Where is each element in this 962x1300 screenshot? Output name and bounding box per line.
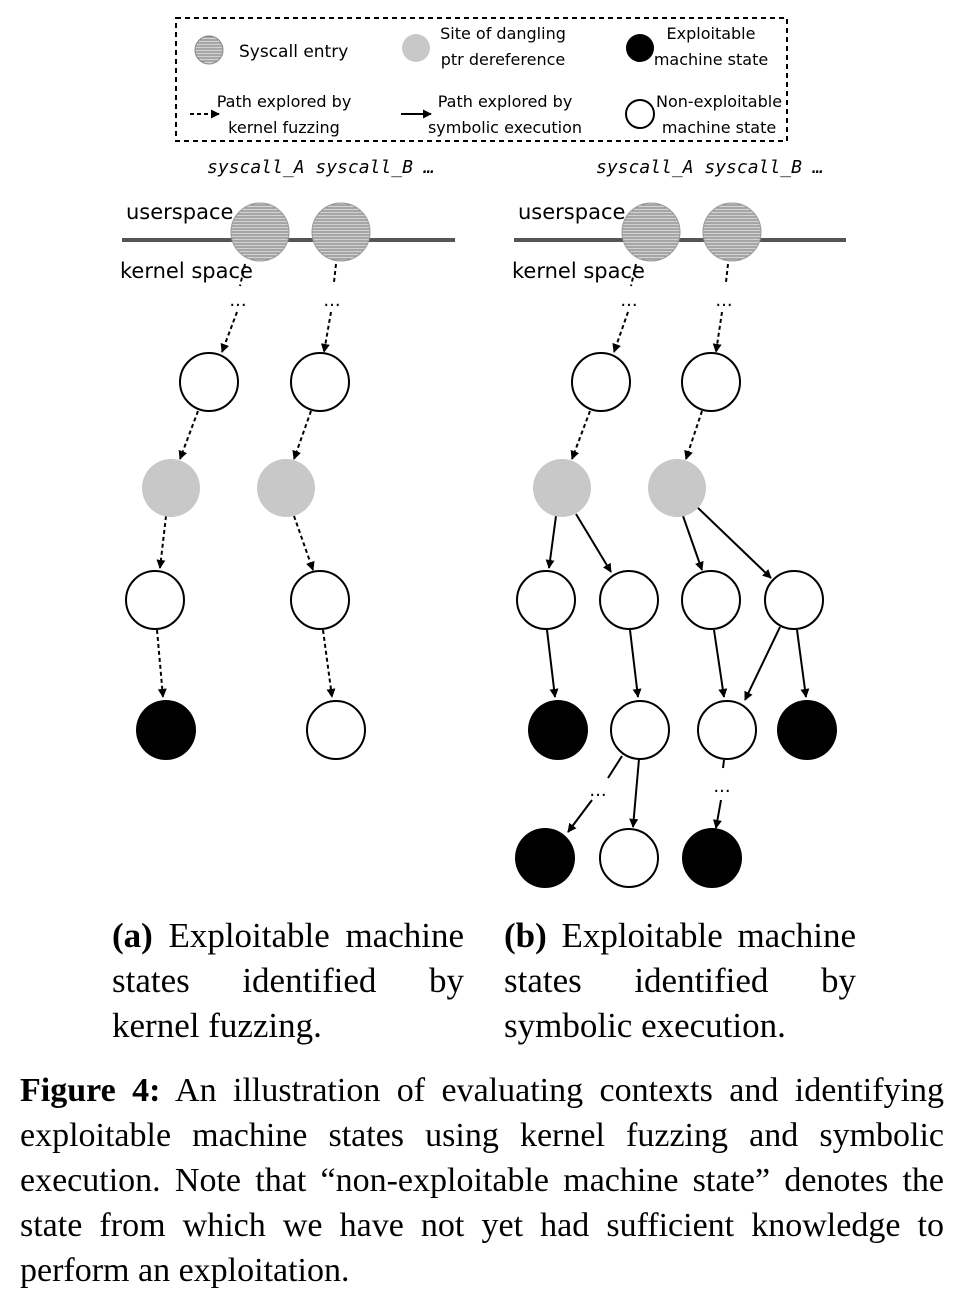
panel-b-edge xyxy=(722,759,725,769)
figure-caption-label: Figure 4: xyxy=(20,1072,161,1109)
syscall-entry-node xyxy=(311,202,371,262)
non-exploitable-node xyxy=(599,570,659,630)
panel-b-edge xyxy=(684,410,703,460)
dangling-deref-node xyxy=(648,459,706,517)
panel-b-edge xyxy=(796,629,810,698)
panel-a-diagram: syscall_A syscall_B … userspace kernel s… xyxy=(120,157,455,760)
legend-fuzzing-label-1: Path explored by xyxy=(217,92,352,111)
non-exploitable-node xyxy=(306,700,366,760)
panel-b-edge xyxy=(545,515,557,569)
panel-b-ellipsis: ... xyxy=(620,290,637,311)
panel-b-edge xyxy=(695,505,772,579)
figure-diagram: Syscall entry Site of dangling ptr deref… xyxy=(120,17,846,888)
figure-caption: Figure 4: An illustration of evaluating … xyxy=(20,1068,944,1293)
exploitable-node xyxy=(528,700,588,760)
panel-b-edge xyxy=(712,799,722,829)
non-exploitable-node xyxy=(764,570,824,630)
legend-dangling-label-1: Site of dangling xyxy=(440,24,566,43)
legend: Syscall entry Site of dangling ptr deref… xyxy=(175,17,788,142)
legend-exploitable-icon xyxy=(626,34,654,62)
panel-a-ellipsis: ... xyxy=(229,290,246,311)
panel-a-edge xyxy=(156,629,167,698)
panel-a-caption: (a) Exploitable machine states identifie… xyxy=(112,913,464,1048)
panel-b-caption-label: (b) xyxy=(504,916,547,955)
non-exploitable-node xyxy=(599,828,659,888)
panel-b-edge xyxy=(570,410,591,460)
panel-b-edge xyxy=(575,513,612,573)
panel-b-edge xyxy=(629,629,642,698)
legend-nonexploitable-label-1: Non-exploitable xyxy=(656,92,782,111)
legend-box xyxy=(175,17,788,142)
exploitable-node xyxy=(136,700,196,760)
panel-a-kernelspace-label: kernel space xyxy=(120,259,253,283)
dangling-deref-node xyxy=(257,459,315,517)
syscall-entry-node xyxy=(702,202,762,262)
panel-b-edge xyxy=(713,629,728,698)
panel-a-edge xyxy=(320,311,332,353)
legend-exploitable-label-1: Exploitable xyxy=(667,24,756,43)
panel-a-edge xyxy=(322,629,336,698)
legend-syscall-entry-icon xyxy=(194,35,224,65)
panel-b-kernelspace-label: kernel space xyxy=(512,259,645,283)
panel-b-userspace-label: userspace xyxy=(518,200,625,224)
panel-a-edge xyxy=(333,263,337,283)
panel-b-edge xyxy=(546,629,559,698)
dangling-deref-node xyxy=(533,459,591,517)
panel-b-edge xyxy=(744,626,781,701)
non-exploitable-node xyxy=(610,700,670,760)
non-exploitable-node xyxy=(290,352,350,412)
legend-nonexploitable-icon xyxy=(625,99,655,129)
panel-b-diagram: syscall_A syscall_B … userspace kernel s… xyxy=(512,157,846,888)
panel-b-edge xyxy=(629,758,640,828)
panel-b-edge xyxy=(607,755,623,779)
panel-a-edge xyxy=(292,410,312,460)
panel-a-edge xyxy=(220,311,238,353)
panel-a-caption-label: (a) xyxy=(112,916,153,955)
exploitable-node xyxy=(777,700,837,760)
panel-b-syscall-sequence: syscall_A syscall_B … xyxy=(596,157,824,178)
syscall-entry-node xyxy=(230,202,290,262)
panel-b-edge xyxy=(682,515,704,571)
non-exploitable-node xyxy=(697,700,757,760)
panel-b-ellipsis: ... xyxy=(589,780,606,801)
legend-dangling-icon xyxy=(402,34,430,62)
panel-a-userspace-label: userspace xyxy=(126,200,233,224)
panel-b-caption: (b) Exploitable machine states identifie… xyxy=(504,913,856,1048)
legend-dangling-label-2: ptr dereference xyxy=(441,50,566,69)
figure-caption-text: An illustration of evaluating contexts a… xyxy=(20,1072,945,1289)
panel-a-caption-text: Exploitable machine states identified by… xyxy=(112,916,464,1045)
non-exploitable-node xyxy=(681,352,741,412)
legend-fuzzing-label-2: kernel fuzzing xyxy=(228,118,340,137)
dangling-deref-node xyxy=(142,459,200,517)
panel-b-ellipsis: ... xyxy=(713,776,730,797)
exploitable-node xyxy=(515,828,575,888)
legend-syscall-entry-label: Syscall entry xyxy=(239,42,348,62)
panel-b-ellipsis: ... xyxy=(715,290,732,311)
panel-b-edge xyxy=(712,311,723,353)
legend-symexec-label-1: Path explored by xyxy=(438,92,573,111)
panel-b-edge xyxy=(567,799,593,833)
panel-a-edge xyxy=(293,515,315,571)
panel-b-edge xyxy=(612,311,629,353)
non-exploitable-node xyxy=(516,570,576,630)
panel-a-ellipsis: ... xyxy=(323,290,340,311)
legend-nonexploitable-label-2: machine state xyxy=(662,118,776,137)
non-exploitable-node xyxy=(179,352,239,412)
syscall-entry-node xyxy=(621,202,681,262)
non-exploitable-node xyxy=(125,570,185,630)
non-exploitable-node xyxy=(571,352,631,412)
exploitable-node xyxy=(682,828,742,888)
panel-b-caption-text: Exploitable machine states identified by… xyxy=(504,916,856,1045)
non-exploitable-node xyxy=(681,570,741,630)
legend-exploitable-label-2: machine state xyxy=(654,50,768,69)
panel-a-edge xyxy=(239,263,246,287)
legend-symexec-label-2: symbolic execution xyxy=(428,118,582,137)
non-exploitable-node xyxy=(290,570,350,630)
panel-a-edge xyxy=(178,410,199,460)
panel-a-edge xyxy=(156,515,167,569)
panel-a-syscall-sequence: syscall_A syscall_B … xyxy=(207,157,435,178)
panel-b-edge xyxy=(630,263,637,287)
panel-b-edge xyxy=(725,263,729,283)
